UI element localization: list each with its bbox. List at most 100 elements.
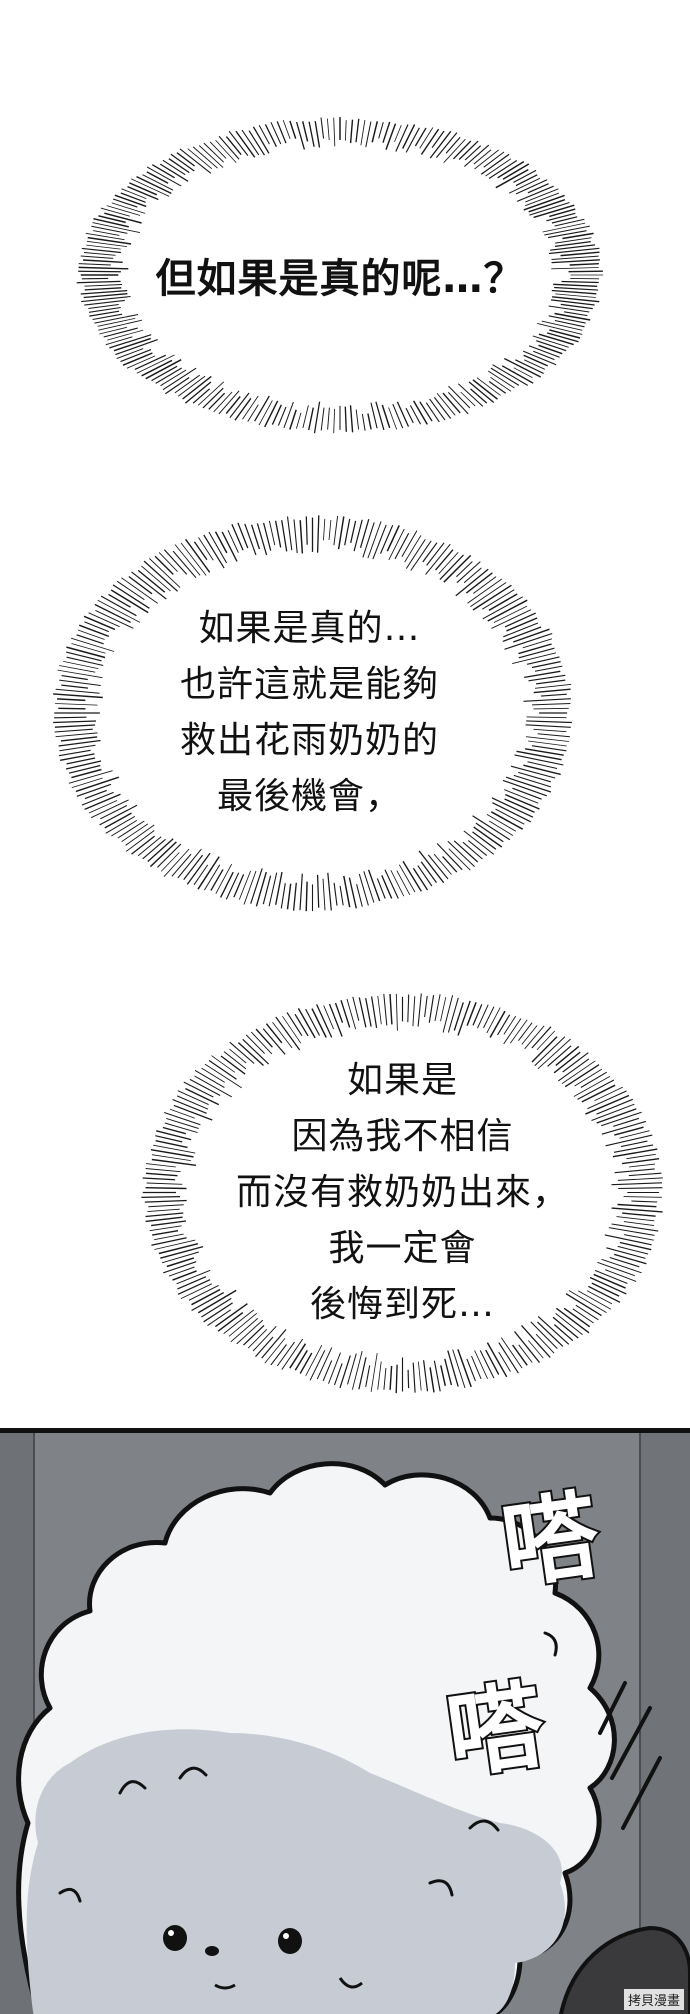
bubble-ray [435, 132, 458, 158]
bubble-ray [177, 848, 202, 879]
bubble-ray [244, 523, 257, 556]
bubble-ray [88, 612, 120, 628]
bubble-ray [340, 999, 351, 1028]
bubble-ray [280, 883, 286, 909]
creature-cheek-mark [338, 1977, 363, 1989]
bubble-ray [497, 160, 525, 179]
bubble-ray [349, 119, 354, 144]
bubble-ray [136, 354, 175, 374]
bubble-ray [552, 296, 600, 303]
bubble-ray [453, 1002, 464, 1031]
bubble-ray [66, 646, 106, 659]
bubble-ray [59, 665, 96, 673]
bubble-ray [255, 1028, 273, 1048]
bubble-ray [623, 1221, 655, 1227]
bubble-ray [172, 1098, 207, 1114]
bubble-ray [100, 805, 128, 820]
bubble-ray [549, 208, 576, 218]
bubble-ray [177, 1279, 211, 1295]
bubble-ray [457, 383, 484, 407]
bubble-ray [536, 340, 567, 352]
bubble-ray [502, 626, 542, 642]
bubble-ray [422, 542, 438, 563]
bubble-ray [628, 1172, 662, 1177]
bubble-ray [531, 660, 561, 669]
bubble-ray [551, 255, 599, 260]
bubble-ray [472, 379, 498, 400]
bubble-ray [475, 822, 504, 843]
bubble-ray [365, 997, 372, 1027]
bubble-ray [555, 237, 592, 244]
bubble-ray [261, 1329, 287, 1359]
bubble-ray [548, 230, 587, 239]
bubble-ray [281, 520, 288, 552]
bubble-ray [116, 348, 144, 360]
bubble-ray [270, 121, 282, 145]
bubble-ray [84, 621, 109, 633]
bubble-ray [93, 218, 129, 228]
bubble-ray [589, 1276, 627, 1295]
bubble-ray [429, 1367, 435, 1393]
bubble-ray [444, 1358, 453, 1386]
bubble-ray [548, 305, 590, 313]
bubble-ray [530, 1321, 558, 1349]
bubble-ray [160, 1245, 204, 1259]
bubble-ray [268, 520, 276, 546]
bubble-ray [521, 1324, 551, 1358]
bubble-ray [554, 240, 591, 248]
bubble-ray [456, 561, 473, 578]
bubble-ray [605, 1269, 637, 1282]
bubble-ray [367, 869, 381, 902]
bubble-2-line-4: 最後機會， [216, 776, 402, 817]
bubble-ray [514, 754, 564, 766]
bubble-ray [500, 1337, 523, 1369]
bubble-ray [395, 1364, 398, 1394]
bubble-ray [433, 853, 452, 875]
bubble-ray [503, 1015, 517, 1035]
bubble-ray [146, 171, 169, 184]
bubble-ray [560, 303, 593, 310]
bubble-ray [145, 1212, 184, 1218]
bubble-ray [550, 244, 595, 251]
bubble-ray [378, 121, 384, 139]
bubble-ray [556, 1307, 590, 1334]
bubble-ray [198, 537, 214, 561]
bubble-ray [505, 793, 540, 810]
bubble-ray [533, 204, 575, 219]
bubble-ray [75, 776, 120, 793]
bubble-ray [89, 310, 120, 317]
bubble-ray [447, 840, 475, 867]
bubble-ray [528, 199, 566, 213]
bubble-ray [619, 1130, 650, 1139]
bubble-ray [464, 145, 482, 161]
bubble-ray [252, 1325, 277, 1352]
bubble-ray [262, 875, 272, 905]
bubble-ray [473, 149, 492, 165]
bubble-ray [534, 1036, 566, 1067]
bubble-ray [95, 609, 134, 629]
bubble-ray [533, 350, 555, 361]
bubble-ray [81, 295, 131, 303]
bubble-ray [619, 1241, 652, 1251]
bubble-ray [229, 392, 250, 419]
bubble-ray [322, 1360, 333, 1382]
bubble-ray [553, 1324, 574, 1342]
bubble-ray [153, 1144, 196, 1154]
bubble-ray [333, 117, 336, 147]
bubble-ray [370, 402, 378, 429]
bubble-ray [155, 1135, 183, 1143]
bubble-ray [460, 391, 476, 407]
bubble-ray [417, 865, 433, 887]
bubble-ray [71, 643, 106, 654]
bubble-ray [172, 1270, 197, 1281]
bubble-ray [402, 124, 416, 149]
bubble-ray [467, 840, 488, 857]
bubble-ray [66, 656, 104, 667]
bubble-ray [137, 836, 162, 857]
bubble-ray [515, 359, 544, 375]
bubble-ray [527, 761, 558, 770]
bubble-ray [394, 532, 410, 560]
bubble-ray [154, 555, 174, 575]
bubble-ray [207, 1309, 231, 1327]
bubble-ray [68, 764, 101, 774]
